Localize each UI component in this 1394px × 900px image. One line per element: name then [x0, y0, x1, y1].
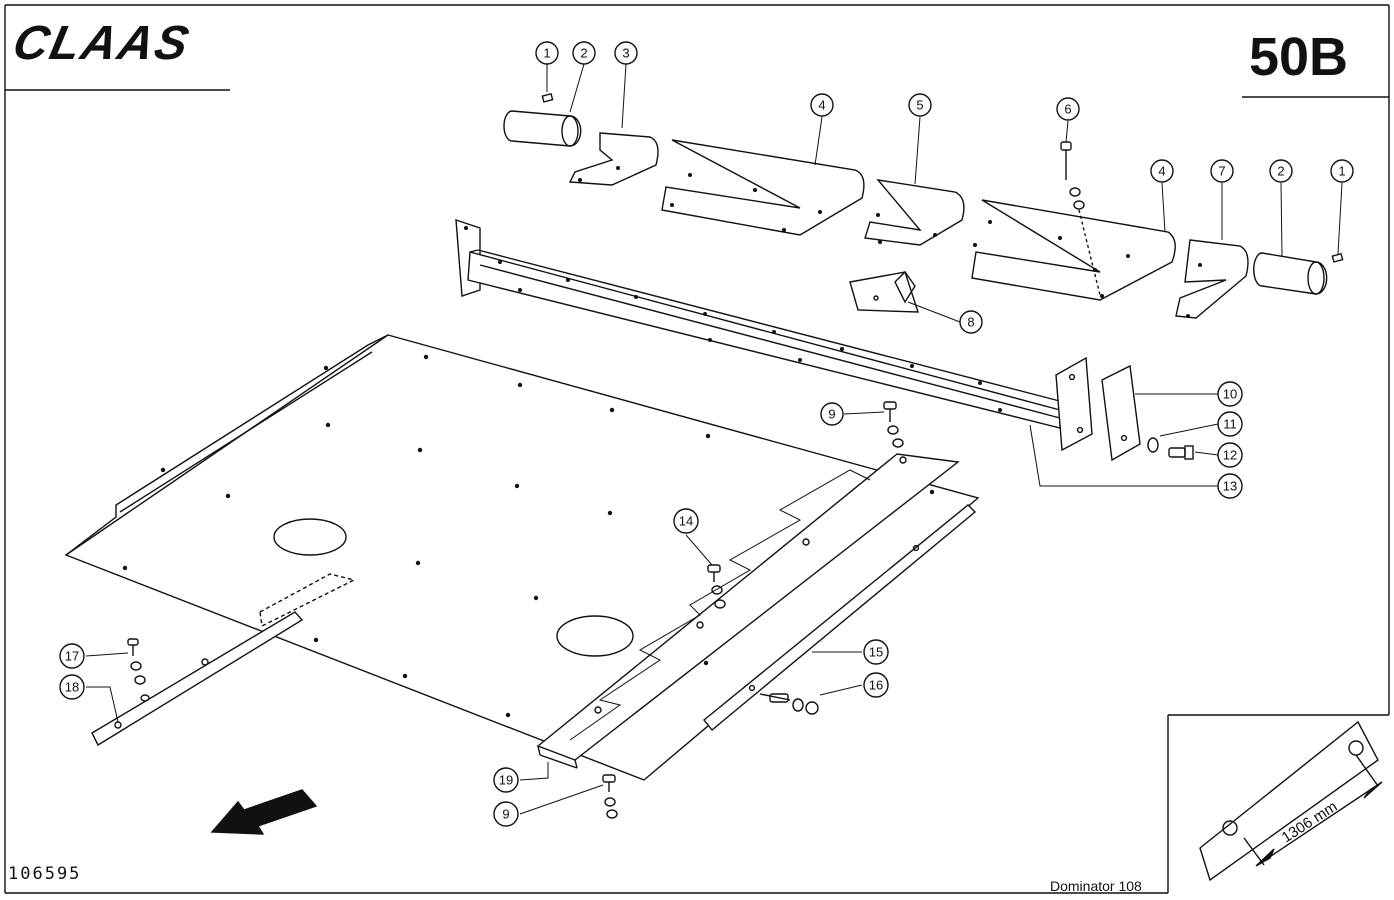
callout-16	[863, 672, 889, 698]
callout-4	[810, 93, 834, 117]
callout-label: 16	[869, 678, 883, 693]
callout-label: 4	[1158, 164, 1165, 179]
side-rail-15	[703, 504, 977, 731]
callout-19	[493, 767, 519, 793]
callout-15	[863, 639, 889, 665]
callout-2	[572, 41, 596, 65]
callout-label: 4	[818, 98, 825, 113]
callout-4	[1150, 159, 1174, 183]
callout-12	[1217, 442, 1243, 468]
callout-label: 9	[502, 807, 509, 822]
strip-18	[91, 573, 357, 746]
bolts-9-14	[602, 401, 904, 819]
callout-label: 2	[1277, 164, 1284, 179]
callout-2	[1269, 159, 1293, 183]
callout-label: 1	[1338, 164, 1345, 179]
hardware-11-12	[1147, 437, 1194, 460]
detail-inset	[1199, 720, 1383, 882]
callout-1	[535, 41, 559, 65]
callout-label: 11	[1223, 417, 1237, 432]
direction-arrow-icon	[210, 789, 318, 835]
shaft-ends	[503, 92, 1344, 295]
bracket-8	[849, 270, 919, 313]
floor-plate	[64, 334, 980, 781]
bolt-6	[1060, 141, 1101, 296]
callout-9	[820, 402, 844, 426]
frame	[4, 4, 1390, 894]
callout-label: 8	[967, 315, 974, 330]
crossbar-19	[536, 453, 960, 769]
callout-label: 7	[1218, 164, 1225, 179]
callout-label: 6	[1064, 102, 1071, 117]
end-plates	[1055, 356, 1141, 462]
callout-label: 10	[1223, 387, 1237, 402]
hardware-16	[759, 693, 819, 715]
callout-label: 12	[1223, 448, 1237, 463]
callout-label: 13	[1223, 479, 1237, 494]
callout-label: 18	[65, 680, 79, 695]
callout-13	[1217, 473, 1243, 499]
callout-label: 9	[828, 407, 835, 422]
callout-label: 5	[916, 98, 923, 113]
callout-11	[1217, 411, 1243, 437]
callout-10	[1217, 381, 1243, 407]
callout-1	[1330, 159, 1354, 183]
callout-6	[1056, 97, 1080, 121]
callout-label: 14	[679, 514, 693, 529]
guard-sections	[568, 132, 1249, 319]
callouts	[59, 41, 1354, 827]
callout-label: 3	[622, 46, 629, 61]
leader-lines	[85, 63, 1343, 815]
callout-label: 1	[543, 46, 550, 61]
callout-labels: 1 2 3 4 5 6 4 7 2 1 8 9 10 11 12 13 14 1…	[65, 46, 1346, 822]
model-name: Dominator 108	[1050, 878, 1142, 894]
callout-14	[673, 508, 699, 534]
callout-9	[493, 801, 519, 827]
callout-label: 2	[580, 46, 587, 61]
callout-label: 19	[499, 773, 513, 788]
callout-label: 15	[869, 645, 883, 660]
top-beam	[455, 219, 1076, 429]
callout-7	[1210, 159, 1234, 183]
callout-5	[908, 93, 932, 117]
callout-label: 17	[65, 649, 79, 664]
callout-3	[614, 41, 638, 65]
page-code: 50B	[1248, 27, 1348, 87]
drawing-number: 106595	[8, 864, 82, 884]
callout-18	[59, 674, 85, 700]
callout-8	[959, 310, 983, 334]
callout-17	[59, 643, 85, 669]
